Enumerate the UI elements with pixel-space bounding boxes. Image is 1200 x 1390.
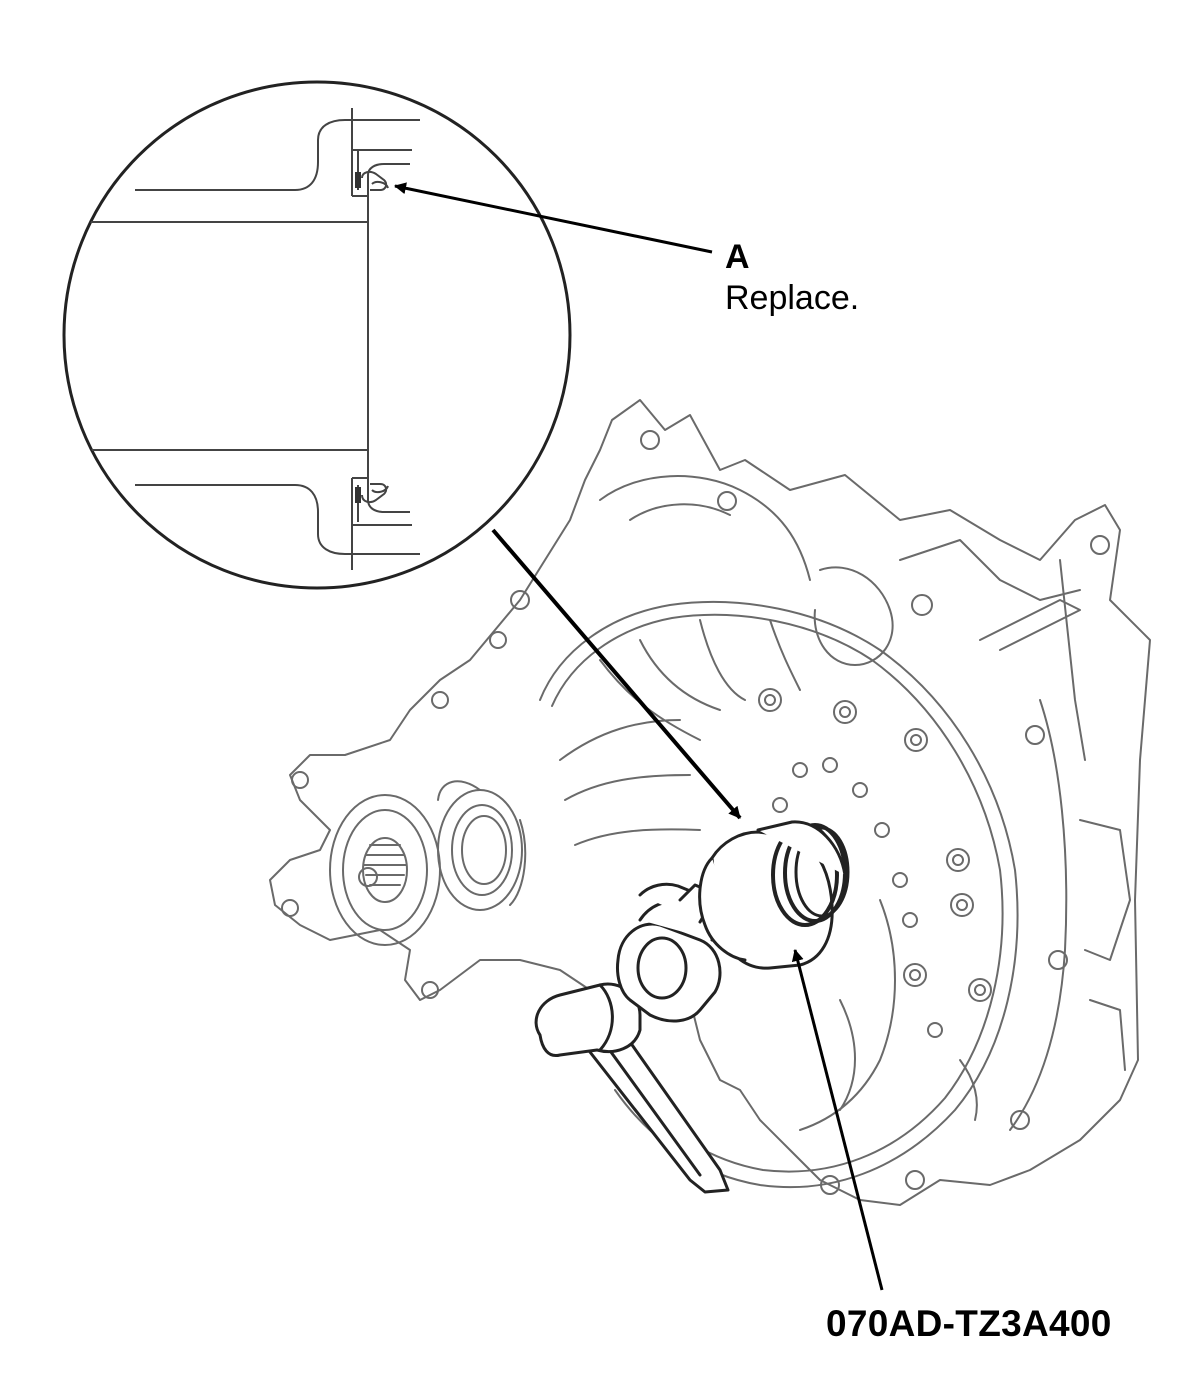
transmission-housing <box>269 399 1151 1206</box>
callout-a-arrow <box>394 182 713 254</box>
detail-locator-arrow <box>491 528 742 820</box>
callout-a-note: Replace. <box>725 279 860 317</box>
tool-callout-arrow <box>791 949 884 1291</box>
leader-lines <box>394 182 884 1291</box>
tool-part-number: 070AD-TZ3A400 <box>826 1303 1112 1344</box>
callout-a-letter: A <box>725 238 750 276</box>
seal-installer-tool <box>534 820 850 1194</box>
detail-magnifier <box>62 80 572 590</box>
